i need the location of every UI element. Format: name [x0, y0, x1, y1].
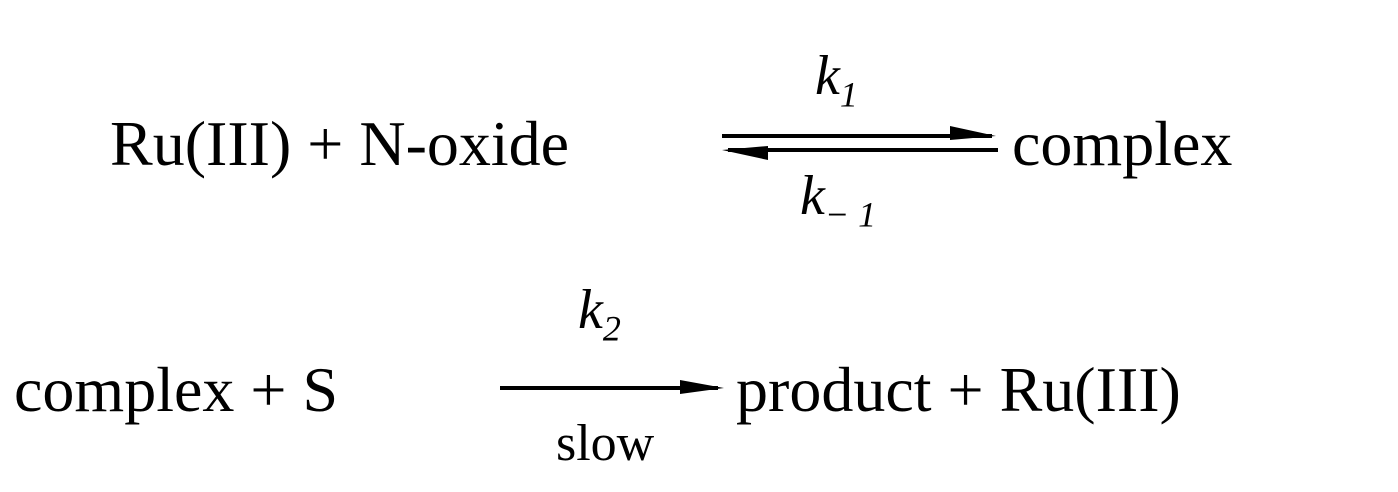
reaction-1-forward-rate-constant: k1	[815, 48, 858, 113]
forward-arrow-icon	[500, 380, 724, 394]
k2-subscript: 2	[602, 308, 621, 349]
reaction-2-condition: slow	[556, 415, 655, 472]
reaction-1-product: complex	[1012, 108, 1233, 179]
equilibrium-arrow	[720, 122, 1000, 162]
reaction-2: complex + S k2 slow product + Ru(III)	[0, 240, 1398, 492]
reaction-1-reactants: Ru(III) + N-oxide	[110, 108, 570, 179]
reverse-k-subscript: − 1	[824, 194, 877, 235]
reverse-k-symbol: k	[800, 165, 825, 227]
forward-arrow	[500, 378, 725, 398]
reaction-1: Ru(III) + N-oxide k1 k− 1 complex	[0, 0, 1398, 240]
forward-k-symbol: k	[815, 45, 840, 107]
forward-k-subscript: 1	[839, 74, 858, 115]
reaction-2-reactants: complex + S	[14, 354, 339, 425]
k2-symbol: k	[578, 279, 603, 341]
reaction-2-products: product + Ru(III)	[736, 354, 1181, 425]
reaction-2-rate-constant: k2	[578, 282, 621, 347]
equilibrium-arrow-icon	[722, 126, 998, 160]
reaction-1-reverse-rate-constant: k− 1	[800, 168, 876, 233]
